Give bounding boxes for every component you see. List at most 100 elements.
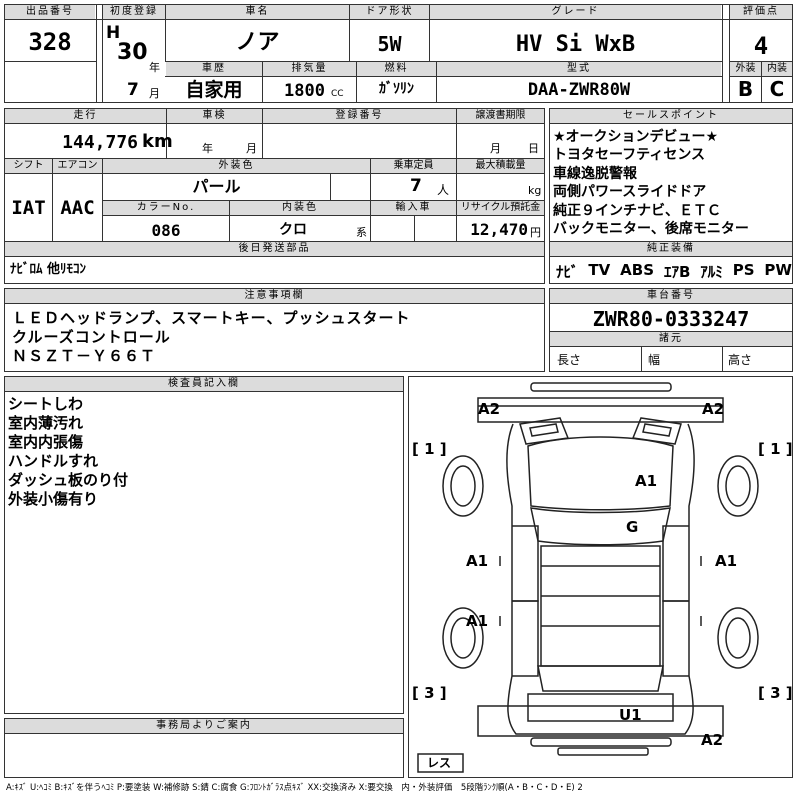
- wheel-bottom-left: [ 3 ]: [412, 684, 447, 702]
- header-int-color: 内装色: [230, 201, 370, 215]
- top-info-block: [4, 4, 793, 103]
- note-item: ＮＳＺＴ－Ｙ６６Ｔ: [12, 347, 157, 365]
- inspector-note-item: ダッシュ板のり付: [8, 471, 129, 489]
- vehicle-history: 自家用: [185, 79, 243, 101]
- header-fuel: 燃料: [357, 62, 436, 76]
- wheel-top-right: [ 1 ]: [758, 440, 793, 458]
- wheel-top-left: [ 1 ]: [412, 440, 447, 458]
- legend: A:ｷｽﾞ U:ﾍｺﾐ B:ｷｽﾞを伴うﾍｺﾐ P:要塗装 W:補修跡 S:錆 …: [6, 783, 583, 793]
- chassis-block: [549, 288, 793, 372]
- sales-point-item: 純正９インチナビ、ＥＴＣ: [553, 202, 721, 219]
- shift: IAT: [11, 197, 46, 219]
- transfer-month-unit: 月: [490, 142, 501, 155]
- header-office: 事務局よりご案内: [5, 719, 403, 733]
- inspector-note-item: ハンドルすれ: [8, 452, 99, 470]
- sales-points-block: [549, 108, 793, 284]
- header-max-load: 最大積載量: [457, 159, 544, 173]
- sales-point-item: バックモニター、後席モニター: [553, 221, 749, 238]
- insp-year-unit: 年: [202, 142, 213, 155]
- aircon: AAC: [60, 197, 95, 219]
- header-interior: 内装: [762, 62, 792, 76]
- mark-right-front-door: A1: [715, 552, 738, 570]
- mark-rear-bumper-lower: A2: [701, 731, 724, 749]
- mark-hood: A1: [635, 472, 658, 490]
- header-ext-color: 外装色: [103, 159, 370, 173]
- header-later-parts: 後日発送部品: [5, 242, 544, 256]
- header-inspector: 検査員記入欄: [5, 377, 403, 391]
- capacity: 7: [410, 176, 422, 196]
- model-code: DAA-ZWR80W: [527, 80, 631, 100]
- transfer-day-unit: 日: [528, 142, 539, 155]
- header-reg-no: 登録番号: [263, 109, 456, 123]
- score: 4: [753, 32, 769, 60]
- era-year: 30: [117, 40, 148, 65]
- header-shift: シフト: [5, 159, 52, 173]
- header-mileage: 走行: [5, 109, 166, 123]
- sales-point-item: ★オークションデビュー★: [553, 129, 719, 145]
- later-parts: ﾅﾋﾞﾛﾑ 他ﾘﾓｺﾝ: [10, 262, 87, 277]
- grade: HV Si WxB: [515, 32, 636, 57]
- chassis-number: ZWR80-0333247: [592, 307, 750, 331]
- mark-left-rear-door: A1: [466, 612, 489, 630]
- header-grade: グレード: [430, 5, 721, 19]
- header-car-name: 車名: [166, 5, 349, 19]
- sales-point-item: 両側パワースライドドア: [553, 184, 707, 201]
- equipment-item: ｱﾙﾐ: [700, 263, 723, 281]
- mark-left-front-door: A1: [466, 552, 489, 570]
- equipment-item: TV: [588, 261, 611, 279]
- color-no: 086: [151, 221, 181, 240]
- equipment-item: ｴｱB: [663, 263, 691, 281]
- header-inspection: 車検: [167, 109, 262, 123]
- height-label: 高さ: [728, 353, 753, 367]
- exterior-color: パール: [192, 177, 241, 196]
- insp-month-unit: 月: [246, 142, 257, 155]
- header-dimensions: 諸元: [550, 332, 792, 346]
- inspector-block: [4, 376, 404, 714]
- office-block: [4, 718, 404, 778]
- fuel: ｶﾞｿﾘﾝ: [379, 81, 414, 97]
- header-door: ドア形状: [350, 5, 429, 19]
- era-letter: H: [106, 23, 121, 43]
- recycle-fee: 12,470: [470, 220, 528, 239]
- width-label: 幅: [648, 353, 661, 367]
- interior-grade: C: [769, 77, 785, 101]
- month-unit: 月: [149, 87, 160, 100]
- header-aircon: エアコン: [53, 159, 102, 173]
- equipment-item: ABS: [620, 261, 655, 279]
- equipment-item: ﾅﾋﾞ: [556, 263, 579, 281]
- note-item: ＬＥＤヘッドランプ、スマートキー、プッシュスタート: [12, 309, 411, 327]
- exterior-grade: B: [737, 77, 754, 101]
- car-diagram: [417, 382, 759, 773]
- header-import: 輸入車: [371, 201, 456, 215]
- spare-tire-label: レス: [427, 756, 452, 770]
- capacity-unit: 人: [437, 183, 450, 197]
- displacement-unit: CC: [331, 89, 344, 99]
- header-displacement: 排気量: [263, 62, 356, 76]
- header-history: 車歴: [166, 62, 262, 76]
- header-chassis-no: 車台番号: [550, 289, 792, 303]
- mileage-unit: km: [142, 131, 173, 152]
- header-transfer: 譲渡書期限: [457, 109, 544, 123]
- mark-front-right: A2: [702, 400, 725, 418]
- interior-color: クロ: [279, 222, 307, 238]
- damage-diagram-block: [408, 376, 793, 778]
- sales-point-item: 車線逸脱警報: [553, 165, 637, 182]
- note-item: クルーズコントロール: [12, 328, 171, 346]
- mileage-block: [4, 108, 545, 284]
- inspector-notes-list: シートしわ室内薄汚れ室内内張傷ハンドルすれダッシュ板のり付外装小傷有り: [8, 395, 398, 509]
- header-first-reg: 初度登録: [103, 5, 165, 19]
- recycle-unit: 円: [530, 226, 541, 239]
- lot-number: 328: [28, 28, 72, 56]
- header-score: 評価点: [730, 5, 792, 19]
- car-name: ノア: [235, 30, 280, 55]
- notes-block: [4, 288, 545, 372]
- equipment-item: PW: [764, 261, 792, 279]
- door-type: 5W: [377, 32, 402, 56]
- length-label: 長さ: [557, 353, 582, 367]
- sales-point-item: トヨタセーフティセンス: [553, 147, 706, 164]
- header-model-code: 型式: [437, 62, 721, 76]
- header-color-no: カラーNo.: [103, 201, 229, 215]
- inspector-note-item: 外装小傷有り: [8, 490, 99, 508]
- displacement: 1800: [284, 81, 325, 101]
